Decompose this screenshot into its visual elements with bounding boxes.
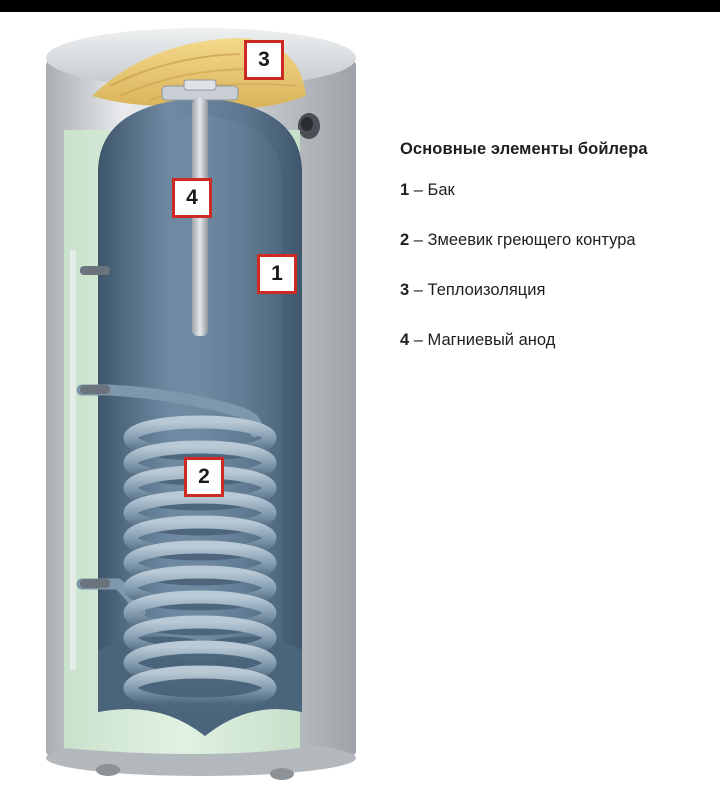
legend-item-separator: – (409, 331, 428, 349)
legend-item-number: 2 (400, 231, 410, 249)
legend-item-number: 1 (400, 181, 410, 199)
legend-item-insulation: 3 – Теплоизоляция (400, 280, 710, 330)
callout-tank: 1 (257, 254, 297, 294)
callout-anode: 4 (172, 178, 212, 218)
legend-item-label: Змеевик греющего контура (427, 231, 636, 249)
legend-title: Основные элементы бойлера (400, 140, 648, 158)
legend-item-tank: 1 – Бак (400, 180, 710, 230)
legend-item-separator: – (409, 181, 428, 199)
legend-item-separator: – (409, 231, 428, 249)
top-black-bar (0, 0, 720, 12)
side-pipe-stubs (70, 250, 110, 670)
legend: Основные элементы бойлера 1 – Бак 2 – Зм… (400, 140, 710, 380)
legend-item-separator: – (409, 281, 428, 299)
legend-item-anode: 4 – Магниевый анод (400, 330, 710, 380)
legend-item-label: Теплоизоляция (427, 281, 546, 299)
callout-coil: 2 (184, 457, 224, 497)
legend-item-label: Бак (427, 181, 455, 199)
legend-item-number: 3 (400, 281, 410, 299)
callout-insulation: 3 (244, 40, 284, 80)
legend-item-number: 4 (400, 331, 410, 349)
legend-item-label: Магниевый анод (427, 331, 556, 349)
legend-item-coil: 2 – Змеевик греющего контура (400, 230, 710, 280)
heating-coil (76, 384, 277, 711)
